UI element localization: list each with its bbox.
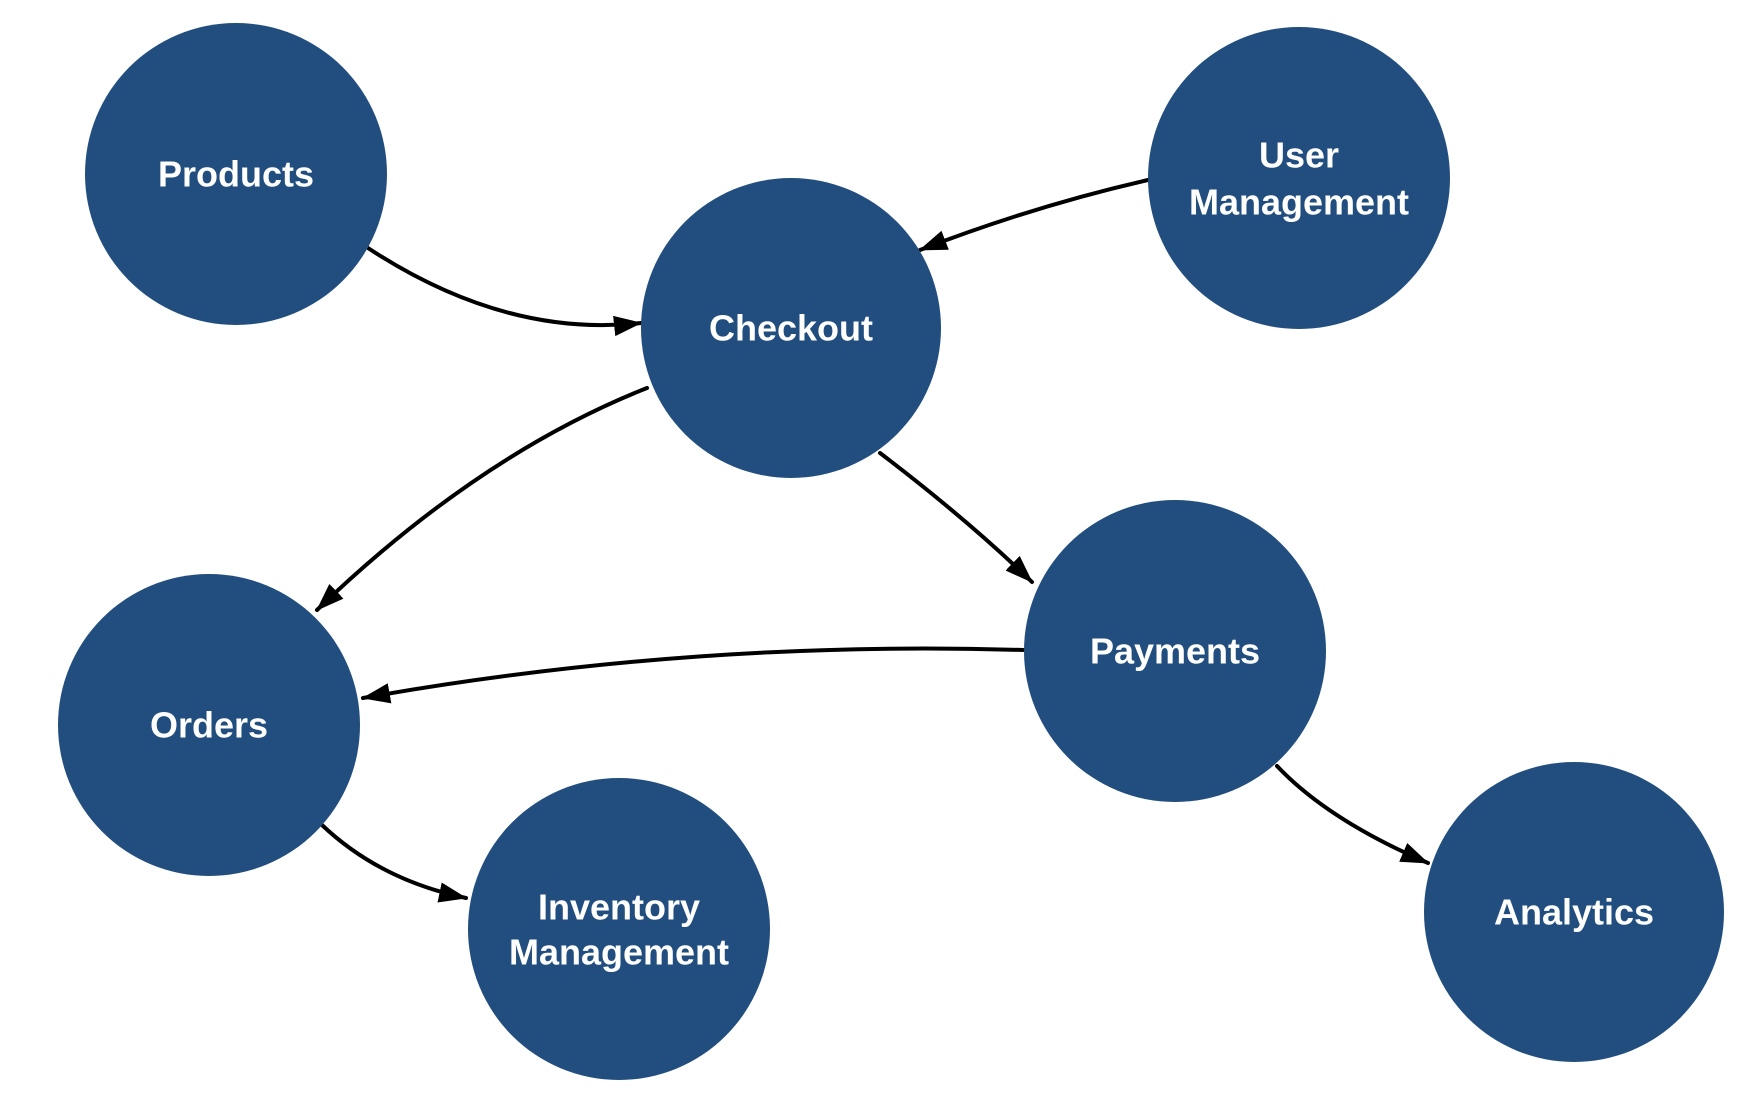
edge-payments-to-analytics bbox=[1275, 764, 1430, 865]
inventory-management-label-line2: Management bbox=[509, 932, 729, 973]
node-products[interactable]: Products bbox=[85, 23, 387, 325]
node-user-management[interactable]: User Management bbox=[1148, 27, 1450, 329]
edge-user-management-to-checkout bbox=[918, 178, 1150, 252]
user-management-circle bbox=[1148, 27, 1450, 329]
edge-payments-to-orders bbox=[361, 646, 1025, 704]
checkout-label: Checkout bbox=[709, 308, 873, 349]
edge-products-to-checkout bbox=[366, 246, 643, 337]
checkout-circle bbox=[641, 178, 941, 478]
user-management-label-line2: Management bbox=[1189, 182, 1409, 223]
node-checkout[interactable]: Checkout bbox=[641, 178, 941, 478]
analytics-circle bbox=[1424, 762, 1724, 1062]
payments-circle bbox=[1024, 500, 1326, 802]
node-inventory-management[interactable]: Inventory Management bbox=[468, 778, 770, 1080]
node-layer: Products User Management Checkout Orders… bbox=[58, 23, 1724, 1080]
products-circle bbox=[85, 23, 387, 325]
user-management-label-line1: User bbox=[1259, 135, 1339, 176]
node-orders[interactable]: Orders bbox=[58, 574, 360, 876]
edge-orders-to-inventory-management bbox=[320, 823, 468, 903]
products-label: Products bbox=[158, 154, 314, 195]
node-payments[interactable]: Payments bbox=[1024, 500, 1326, 802]
edge-layer bbox=[315, 178, 1430, 903]
payments-label: Payments bbox=[1090, 631, 1260, 672]
orders-label: Orders bbox=[150, 705, 268, 746]
orders-circle bbox=[58, 574, 360, 876]
node-analytics[interactable]: Analytics bbox=[1424, 762, 1724, 1062]
edge-checkout-to-orders bbox=[315, 386, 649, 612]
inventory-management-label-line1: Inventory bbox=[538, 887, 700, 928]
edge-checkout-to-payments bbox=[878, 451, 1034, 584]
analytics-label: Analytics bbox=[1494, 892, 1654, 933]
inventory-management-circle bbox=[468, 778, 770, 1080]
